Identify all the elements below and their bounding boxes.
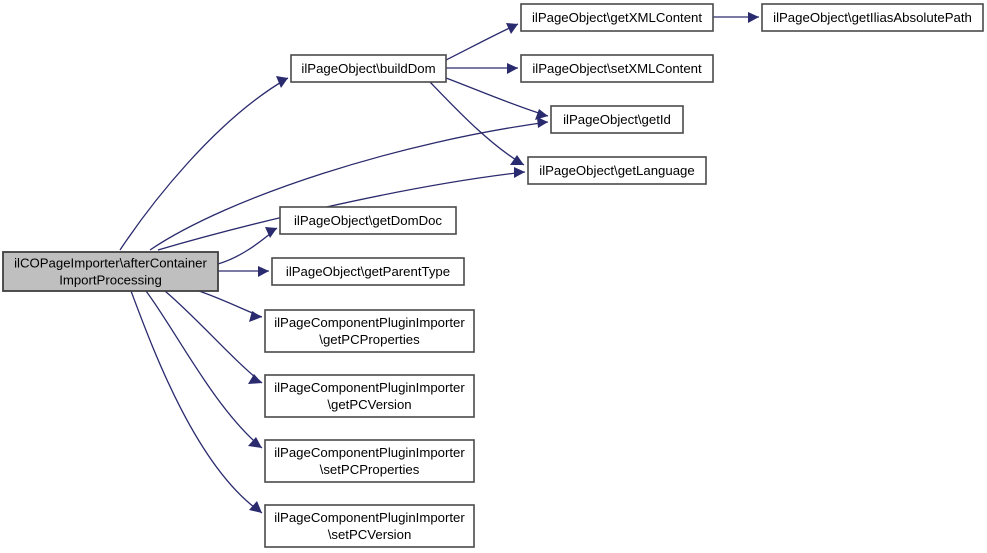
arrowhead-icon xyxy=(248,374,262,384)
arrowhead-icon xyxy=(514,167,525,178)
node-label: ilPageObject\getLanguage xyxy=(539,163,694,178)
edge-root-to-setpcproperties xyxy=(145,290,263,449)
arrowhead-icon xyxy=(249,311,262,322)
node-box[interactable] xyxy=(264,309,475,353)
node-getdomdoc[interactable]: ilPageObject\getDomDoc xyxy=(279,206,457,235)
node-box[interactable] xyxy=(264,439,475,483)
edge-root-to-getpcproperties xyxy=(198,290,263,322)
node-label: ilPageComponentPluginImporter xyxy=(274,380,465,395)
edge-builddom-to-getxmlcontent xyxy=(445,23,519,61)
edge-builddom-to-getlanguage xyxy=(429,81,525,166)
arrowhead-icon xyxy=(265,227,277,238)
node-getparenttype[interactable]: ilPageObject\getParentType xyxy=(271,257,465,286)
node-box[interactable] xyxy=(520,54,714,83)
arrowhead-icon xyxy=(506,23,518,34)
node-root[interactable]: ilCOPageImporter\afterContainerImportPro… xyxy=(2,251,219,292)
node-label: \setPCVersion xyxy=(328,527,412,542)
node-label: ilPageComponentPluginImporter xyxy=(274,510,465,525)
node-box[interactable] xyxy=(550,105,684,134)
node-label: ilPageObject\getId xyxy=(563,112,671,127)
edge-builddom-to-getid xyxy=(445,77,549,120)
node-builddom[interactable]: ilPageObject\buildDom xyxy=(290,54,447,83)
edge-root-to-getdomdoc xyxy=(217,227,278,265)
node-label: \getPCProperties xyxy=(319,332,420,347)
node-label: ilPageObject\buildDom xyxy=(301,61,435,76)
node-label: \setPCProperties xyxy=(320,462,420,477)
edge-line xyxy=(145,290,263,449)
node-box[interactable] xyxy=(264,504,475,548)
edge-root-to-getpcversion xyxy=(164,290,263,384)
arrowhead-icon xyxy=(537,117,548,128)
edge-line xyxy=(119,77,289,251)
node-label: \getPCVersion xyxy=(327,397,411,412)
edge-line xyxy=(130,290,263,514)
edge-root-to-setpcversion xyxy=(130,290,263,514)
arrowhead-icon xyxy=(249,501,262,513)
arrowhead-icon xyxy=(507,63,518,74)
node-getpcproperties[interactable]: ilPageComponentPluginImporter \getPCPrope… xyxy=(264,309,475,353)
node-setpcversion[interactable]: ilPageComponentPluginImporter \setPCVersi… xyxy=(264,504,475,548)
node-label: ilPageComponentPluginImporter xyxy=(274,315,465,330)
edge-line xyxy=(445,23,519,61)
node-box[interactable] xyxy=(279,206,457,235)
node-box[interactable] xyxy=(271,257,465,286)
nodes-layer: ilCOPageImporter\afterContainerImportPro… xyxy=(2,3,984,548)
arrowhead-icon xyxy=(535,109,548,120)
edge-root-to-getid xyxy=(149,117,549,251)
node-label: ilPageObject\getParentType xyxy=(286,264,450,279)
root-node-box[interactable] xyxy=(2,251,219,292)
arrowhead-icon xyxy=(510,155,524,165)
node-label: ilPageObject\getIliasAbsolutePath xyxy=(773,10,972,25)
node-label: ilPageObject\getDomDoc xyxy=(294,213,442,228)
node-label: ilCOPageImporter\afterContainer xyxy=(14,255,207,270)
node-label: ilPageObject\getXMLContent xyxy=(532,10,702,25)
arrowhead-icon xyxy=(276,76,288,88)
node-label: ilPageObject\setXMLContent xyxy=(532,61,702,76)
arrowhead-icon xyxy=(248,437,262,448)
node-getlanguage[interactable]: ilPageObject\getLanguage xyxy=(527,156,707,185)
node-label: ilPageComponentPluginImporter xyxy=(274,445,465,460)
node-setxmlcontent[interactable]: ilPageObject\setXMLContent xyxy=(520,54,714,83)
node-label: ImportProcessing xyxy=(59,272,162,287)
edge-builddom-to-setxmlcontent xyxy=(446,63,518,74)
edge-line xyxy=(445,77,549,117)
node-box[interactable] xyxy=(761,3,984,32)
edge-root-to-builddom xyxy=(119,76,289,251)
node-getiliasabsolutepath[interactable]: ilPageObject\getIliasAbsolutePath xyxy=(761,3,984,32)
node-box[interactable] xyxy=(290,54,447,83)
arrowhead-icon xyxy=(258,266,269,277)
edge-getxmlcontent-to-getiliasabsolutepath xyxy=(713,12,759,23)
node-setpcproperties[interactable]: ilPageComponentPluginImporter \setPCPrope… xyxy=(264,439,475,483)
edge-line xyxy=(164,290,263,384)
edge-root-to-getparenttype xyxy=(218,266,269,277)
node-box[interactable] xyxy=(527,156,707,185)
arrowhead-icon xyxy=(748,12,759,23)
node-box[interactable] xyxy=(520,3,714,32)
node-getxmlcontent[interactable]: ilPageObject\getXMLContent xyxy=(520,3,714,32)
node-box[interactable] xyxy=(264,374,475,418)
edge-line xyxy=(429,81,525,166)
node-getpcversion[interactable]: ilPageComponentPluginImporter \getPCVersi… xyxy=(264,374,475,418)
node-getid[interactable]: ilPageObject\getId xyxy=(550,105,684,134)
edge-line xyxy=(149,121,549,251)
